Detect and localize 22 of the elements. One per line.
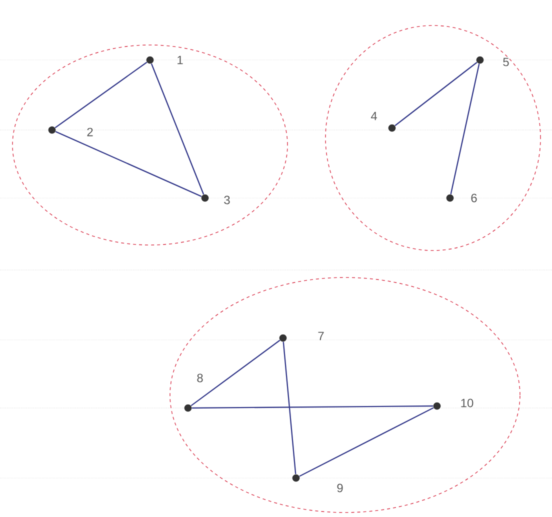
edge-line	[150, 63, 204, 195]
node-label: 1	[178, 56, 183, 64]
node-label: 3	[224, 196, 230, 204]
edge-line	[55, 131, 202, 197]
group-outline	[12, 44, 288, 246]
edge-line	[54, 62, 148, 128]
node-label: 6	[471, 194, 477, 202]
node-label: 2	[87, 128, 93, 136]
edge-line	[299, 407, 434, 477]
node-label: 4	[370, 112, 377, 120]
node-label: 10	[461, 398, 474, 408]
node-label: 8	[197, 374, 203, 382]
edge-line	[450, 64, 480, 194]
edge-line	[282, 342, 296, 474]
edge-line	[394, 62, 478, 126]
edge-line	[192, 405, 434, 409]
node-label: 5	[503, 58, 509, 66]
group-outline	[325, 25, 541, 251]
edge-line	[190, 340, 280, 406]
node-label: 7	[318, 332, 324, 340]
node-label: 9	[337, 484, 343, 492]
group-outline	[170, 277, 520, 513]
